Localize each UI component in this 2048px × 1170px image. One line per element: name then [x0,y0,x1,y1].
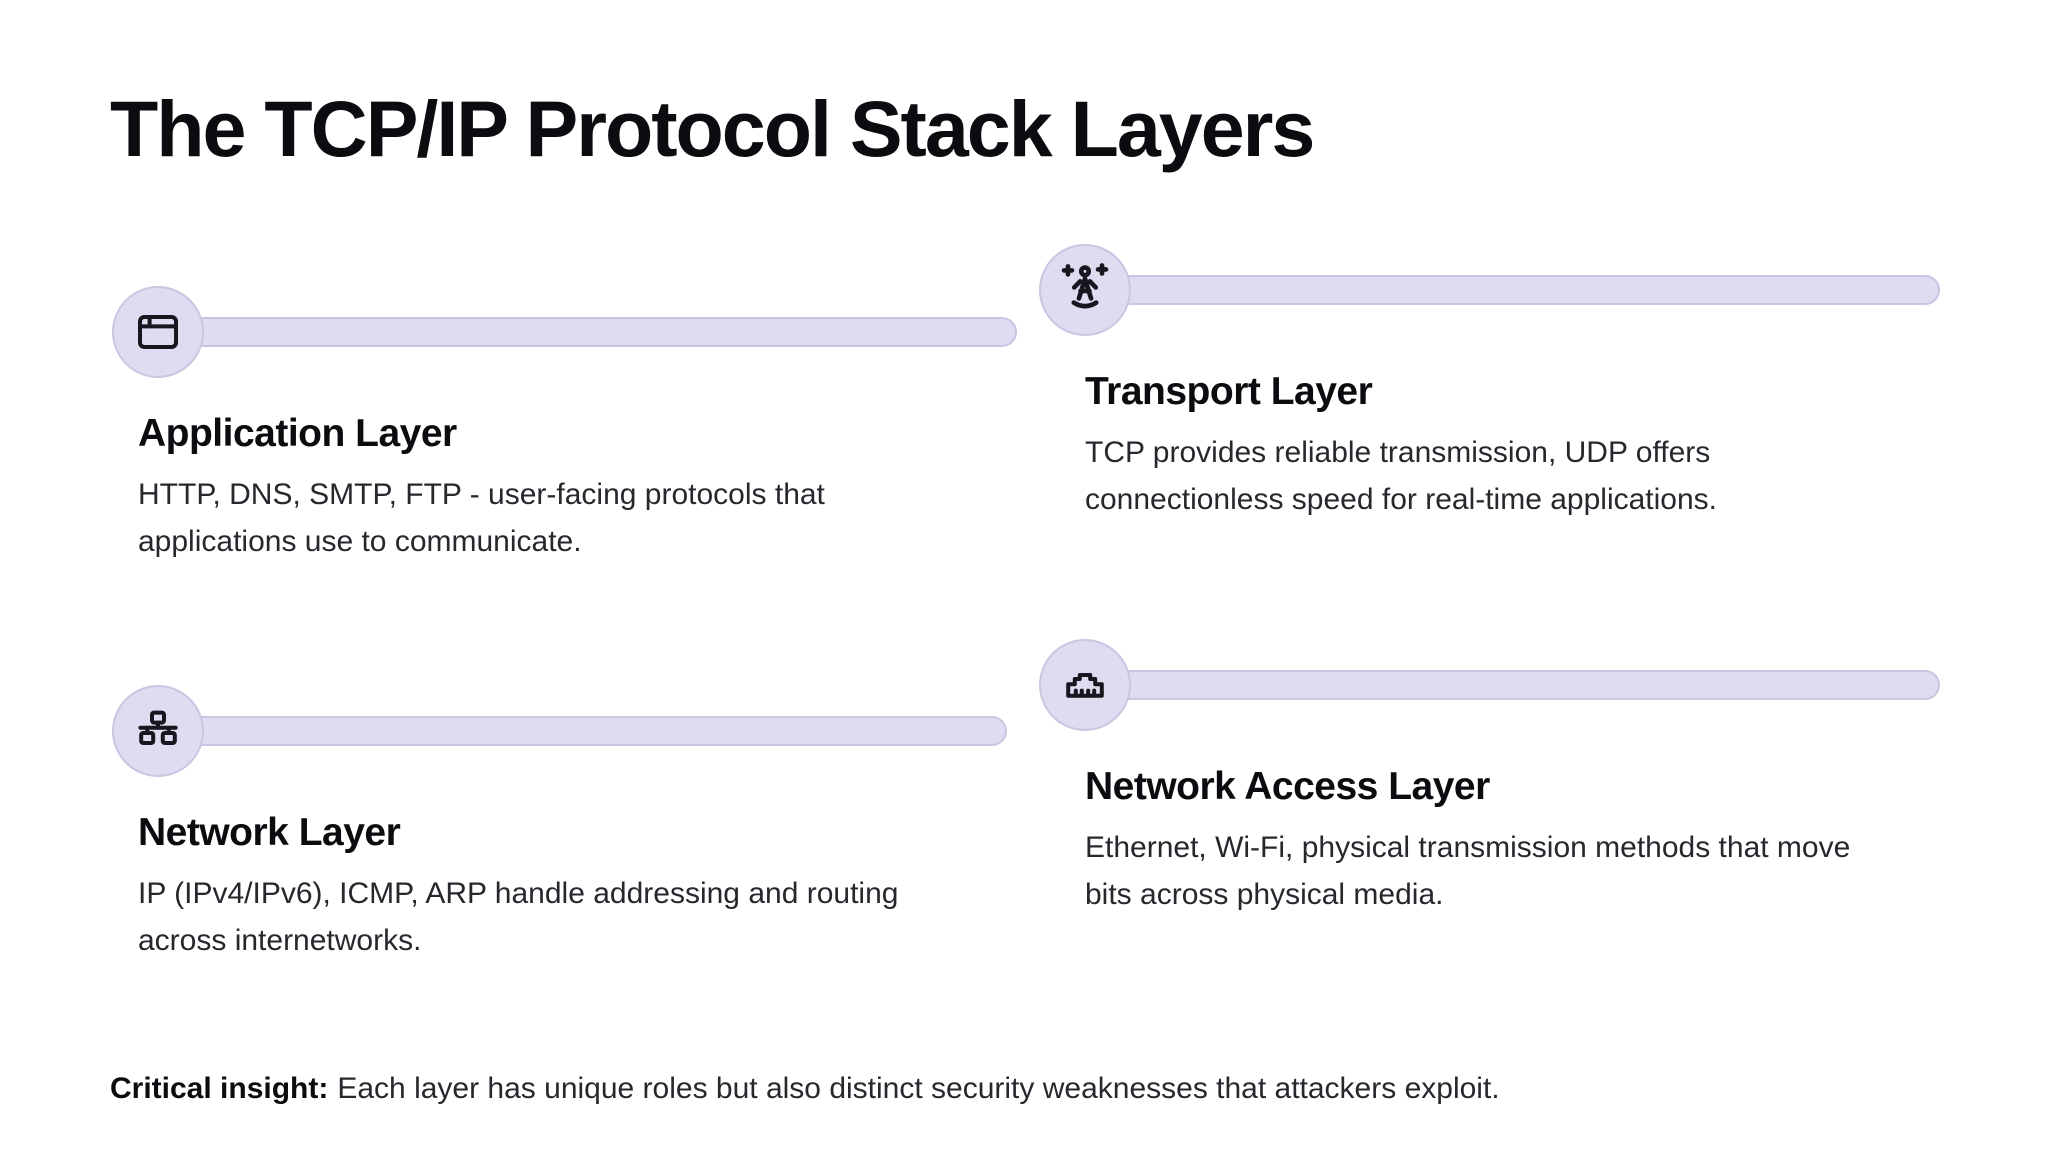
layer-track-bar [1085,275,1940,305]
layer-timeline [1039,244,1940,336]
layer-card-application: Application Layer HTTP, DNS, SMTP, FTP -… [112,286,1017,565]
layer-timeline [112,286,1017,378]
layer-description: IP (IPv4/IPv6), ICMP, ARP handle address… [138,877,899,957]
page-title: The TCP/IP Protocol Stack Layers [110,84,1315,173]
layer-icon-badge [112,685,204,777]
layer-title: Network Layer [138,811,401,854]
layer-track-bar [158,317,1017,347]
layer-description: HTTP, DNS, SMTP, FTP - user-facing proto… [138,478,825,558]
layer-card-network-access: Network Access Layer Ethernet, Wi-Fi, ph… [1039,639,1940,918]
critical-insight: Critical insight:Each layer has unique r… [110,1066,1500,1111]
app-window-icon [138,315,178,349]
layer-description: Ethernet, Wi-Fi, physical transmission m… [1085,831,1851,911]
layer-title: Application Layer [138,412,457,455]
person-sparkles-icon [1061,263,1109,309]
ethernet-port-icon [1066,673,1104,698]
layer-icon-badge [1039,244,1131,336]
layer-card-transport: Transport Layer TCP provides reliable tr… [1039,244,1940,523]
layer-track-bar [158,716,1007,746]
network-topology-icon [138,710,178,745]
layer-icon-badge [1039,639,1131,731]
layer-track-bar [1085,670,1940,700]
critical-insight-label: Critical insight: [110,1072,329,1105]
layer-timeline [1039,639,1940,731]
layer-card-network: Network Layer IP (IPv4/IPv6), ICMP, ARP … [112,685,1007,964]
layer-description: TCP provides reliable transmission, UDP … [1085,436,1718,516]
layer-icon-badge [112,286,204,378]
layer-timeline [112,685,1007,777]
layer-title: Transport Layer [1085,370,1373,413]
layer-title: Network Access Layer [1085,765,1490,808]
critical-insight-text: Each layer has unique roles but also dis… [337,1072,1500,1105]
